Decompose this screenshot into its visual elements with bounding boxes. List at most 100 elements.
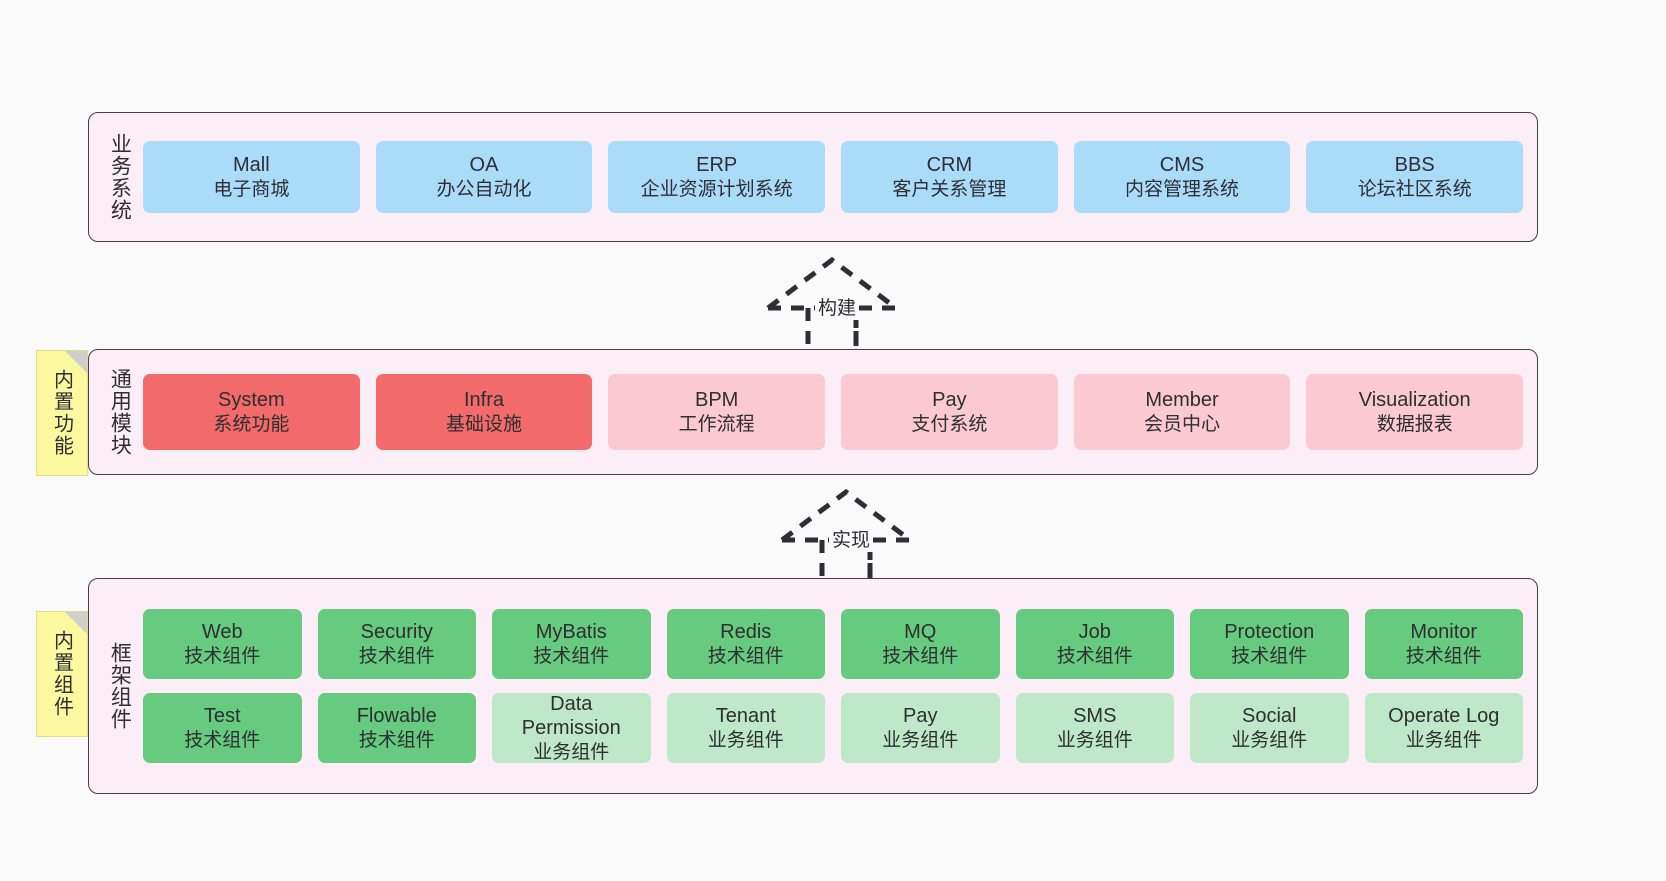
card-bpm-subtitle: 工作流程: [678, 413, 755, 435]
card-cms[interactable]: CMS 内容管理系统: [1073, 141, 1291, 213]
card-pay-module[interactable]: Pay 支付系统: [841, 374, 1058, 450]
business-card-row: Mall 电子商城 OA 办公自动化 ERP 企业资源计划系统 CRM 客户关系…: [143, 141, 1524, 213]
card-bpm-title: BPM: [695, 389, 739, 412]
card-data-permission-subtitle: 业务组件: [533, 741, 610, 763]
sticky-fold-icon: [65, 612, 87, 634]
card-infra[interactable]: Infra 基础设施: [375, 374, 593, 450]
card-oa-subtitle: 办公自动化: [436, 178, 532, 200]
layer-framework-components: 框架组件 Web 技术组件 Security 技术组件 MyBatis 技术组件: [88, 578, 1538, 794]
card-protection[interactable]: Protection 技术组件: [1190, 609, 1349, 679]
card-infra-subtitle: 基础设施: [446, 413, 523, 435]
card-job-title: Job: [1078, 621, 1111, 644]
layer-common-modules: 通用模块 System 系统功能 Infra 基础设施 BPM 工作流程 Pay: [88, 349, 1538, 475]
card-tenant-title: Tenant: [715, 705, 776, 728]
card-system-title: System: [217, 389, 285, 412]
card-sms-subtitle: 业务组件: [1056, 729, 1133, 751]
card-mq[interactable]: MQ 技术组件: [841, 609, 1000, 679]
connector-implement: 实现: [766, 488, 926, 578]
card-mall[interactable]: Mall 电子商城: [143, 141, 360, 213]
card-system-subtitle: 系统功能: [213, 413, 290, 435]
card-system[interactable]: System 系统功能: [143, 374, 360, 450]
card-erp-subtitle: 企业资源计划系统: [640, 178, 793, 200]
card-mybatis[interactable]: MyBatis 技术组件: [492, 609, 651, 679]
connector-build: 构建: [752, 256, 912, 346]
card-flowable-subtitle: 技术组件: [358, 729, 435, 751]
card-web-subtitle: 技术组件: [184, 645, 261, 667]
card-visualization-title: Visualization: [1358, 389, 1471, 412]
card-infra-title: Infra: [463, 389, 505, 412]
card-operate-log-title: Operate Log: [1388, 705, 1500, 728]
card-test-subtitle: 技术组件: [184, 729, 261, 751]
card-sms[interactable]: SMS 业务组件: [1015, 693, 1174, 763]
framework-card-rows: Web 技术组件 Security 技术组件 MyBatis 技术组件 Redi…: [143, 609, 1523, 763]
card-data-permission[interactable]: Data Permission 业务组件: [492, 693, 651, 763]
card-bbs[interactable]: BBS 论坛社区系统: [1306, 141, 1524, 213]
common-card-row: System 系统功能 Infra 基础设施 BPM 工作流程 Pay 支付系统…: [143, 374, 1524, 450]
card-pay-module-subtitle: 支付系统: [911, 413, 988, 435]
card-erp[interactable]: ERP 企业资源计划系统: [608, 141, 826, 213]
card-web[interactable]: Web 技术组件: [143, 609, 302, 679]
card-pay-component-title: Pay: [903, 705, 938, 728]
card-flowable-title: Flowable: [356, 705, 437, 728]
card-erp-title: ERP: [696, 154, 738, 177]
card-tenant[interactable]: Tenant 业务组件: [666, 693, 825, 763]
card-redis-subtitle: 技术组件: [707, 645, 784, 667]
card-mall-subtitle: 电子商城: [213, 178, 290, 200]
card-job[interactable]: Job 技术组件: [1015, 609, 1174, 679]
layer-framework-components-label: 框架组件: [108, 642, 132, 730]
card-visualization[interactable]: Visualization 数据报表: [1306, 374, 1524, 450]
layer-common-modules-label: 通用模块: [108, 368, 132, 456]
card-mybatis-subtitle: 技术组件: [533, 645, 610, 667]
card-visualization-subtitle: 数据报表: [1376, 413, 1453, 435]
card-mall-title: Mall: [233, 154, 270, 177]
card-member-subtitle: 会员中心: [1144, 413, 1221, 435]
card-bpm[interactable]: BPM 工作流程: [608, 374, 826, 450]
card-monitor[interactable]: Monitor 技术组件: [1364, 609, 1523, 679]
sticky-note-builtin-components: 内置组件: [36, 611, 88, 737]
card-operate-log-subtitle: 业务组件: [1405, 729, 1482, 751]
card-crm[interactable]: CRM 客户关系管理: [841, 141, 1058, 213]
card-operate-log[interactable]: Operate Log 业务组件: [1364, 693, 1523, 763]
card-member[interactable]: Member 会员中心: [1073, 374, 1291, 450]
card-redis-title: Redis: [720, 621, 772, 644]
card-protection-subtitle: 技术组件: [1231, 645, 1308, 667]
card-bbs-title: BBS: [1394, 154, 1435, 177]
sticky-fold-icon: [65, 351, 87, 373]
layer-business-systems-body: Mall 电子商城 OA 办公自动化 ERP 企业资源计划系统 CRM 客户关系…: [141, 113, 1537, 241]
card-tenant-subtitle: 业务组件: [707, 729, 784, 751]
sticky-note-builtin-features-text: 内置功能: [50, 369, 73, 457]
card-crm-title: CRM: [926, 154, 973, 177]
framework-card-row-1: Web 技术组件 Security 技术组件 MyBatis 技术组件 Redi…: [143, 609, 1523, 679]
card-pay-component-subtitle: 业务组件: [882, 729, 959, 751]
card-test[interactable]: Test 技术组件: [143, 693, 302, 763]
card-cms-subtitle: 内容管理系统: [1125, 178, 1240, 200]
card-cms-title: CMS: [1159, 154, 1205, 177]
card-security-subtitle: 技术组件: [358, 645, 435, 667]
card-bbs-subtitle: 论坛社区系统: [1357, 178, 1472, 200]
card-mq-title: MQ: [904, 621, 937, 644]
card-data-permission-title: Data Permission: [521, 693, 621, 740]
layer-business-systems: 业务系统 Mall 电子商城 OA 办公自动化 ERP 企业资源计划系统 CRM: [88, 112, 1538, 242]
card-social-title: Social: [1242, 705, 1297, 728]
card-flowable[interactable]: Flowable 技术组件: [317, 693, 476, 763]
card-security-title: Security: [360, 621, 433, 644]
card-mq-subtitle: 技术组件: [882, 645, 959, 667]
card-mybatis-title: MyBatis: [535, 621, 607, 644]
card-pay-component[interactable]: Pay 业务组件: [841, 693, 1000, 763]
card-web-title: Web: [201, 621, 243, 644]
layer-framework-components-body: Web 技术组件 Security 技术组件 MyBatis 技术组件 Redi…: [141, 579, 1537, 793]
connector-implement-label: 实现: [829, 525, 874, 552]
card-sms-title: SMS: [1073, 705, 1117, 728]
card-social[interactable]: Social 业务组件: [1190, 693, 1349, 763]
layer-common-modules-body: System 系统功能 Infra 基础设施 BPM 工作流程 Pay 支付系统…: [141, 350, 1537, 474]
card-protection-title: Protection: [1224, 621, 1315, 644]
card-redis[interactable]: Redis 技术组件: [666, 609, 825, 679]
card-security[interactable]: Security 技术组件: [317, 609, 476, 679]
card-member-title: Member: [1145, 389, 1219, 412]
card-oa-title: OA: [469, 154, 499, 177]
card-oa[interactable]: OA 办公自动化: [375, 141, 593, 213]
layer-business-systems-label: 业务系统: [108, 133, 132, 221]
card-monitor-subtitle: 技术组件: [1405, 645, 1482, 667]
card-monitor-title: Monitor: [1410, 621, 1478, 644]
